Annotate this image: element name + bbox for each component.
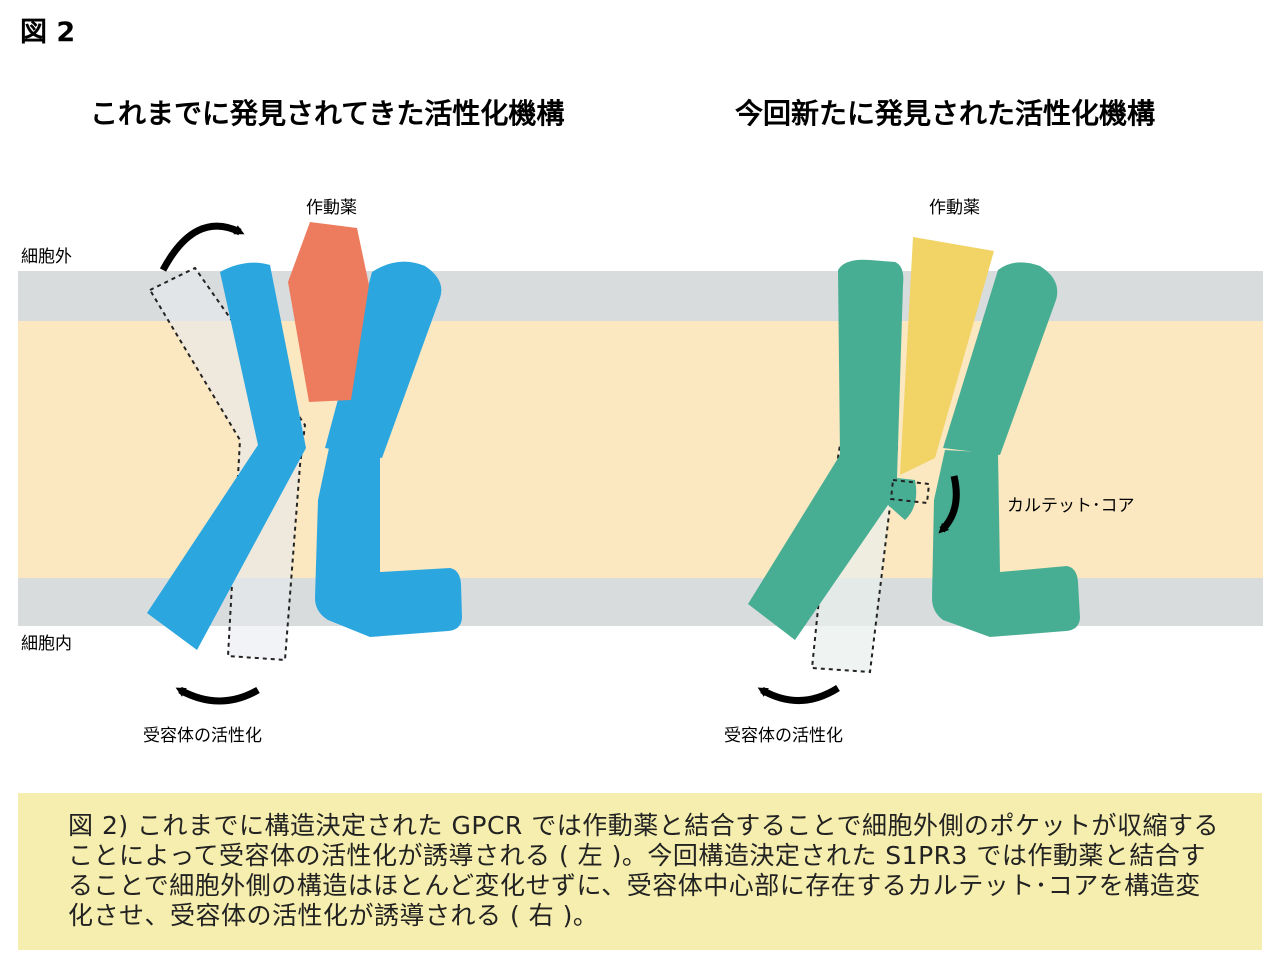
intracellular-rotation-arrow-left	[175, 686, 260, 705]
activation-label-right: 受容体の活性化	[724, 726, 843, 746]
figure-caption: 図 2) これまでに構造決定された GPCR では作動薬と結合することで細胞外側…	[18, 793, 1262, 950]
quartet-core-outline	[889, 478, 931, 505]
right-panel-title: 今回新たに発見された活性化機構	[735, 97, 1156, 130]
intracellular-label: 細胞内	[21, 634, 72, 654]
agonist-left	[288, 222, 369, 402]
activation-label-left: 受容体の活性化	[143, 726, 262, 746]
receptor-helix-l-shaped-a	[315, 448, 462, 637]
agonist-right	[900, 237, 994, 475]
extracellular-label: 細胞外	[21, 247, 72, 267]
figure-label: 図 2	[20, 17, 76, 48]
extracellular-rotation-arrow-left	[159, 222, 245, 272]
left-panel-title: これまでに発見されてきた活性化機構	[90, 97, 565, 130]
receptor-helix-l-shaped-b	[932, 450, 1080, 637]
receptor-helix-right-a	[325, 261, 442, 458]
receptor-helix-left-b	[748, 259, 917, 640]
core-rotation-arrow	[938, 475, 960, 534]
agonist-label-right: 作動薬	[929, 198, 980, 218]
intracellular-rotation-arrow-right	[757, 685, 840, 704]
receptor-helix-left-a	[147, 262, 306, 650]
quartet-core-label: カルテット･コア	[1007, 496, 1135, 516]
receptor-helix-right-b	[943, 262, 1058, 455]
agonist-label-left: 作動薬	[306, 198, 357, 218]
